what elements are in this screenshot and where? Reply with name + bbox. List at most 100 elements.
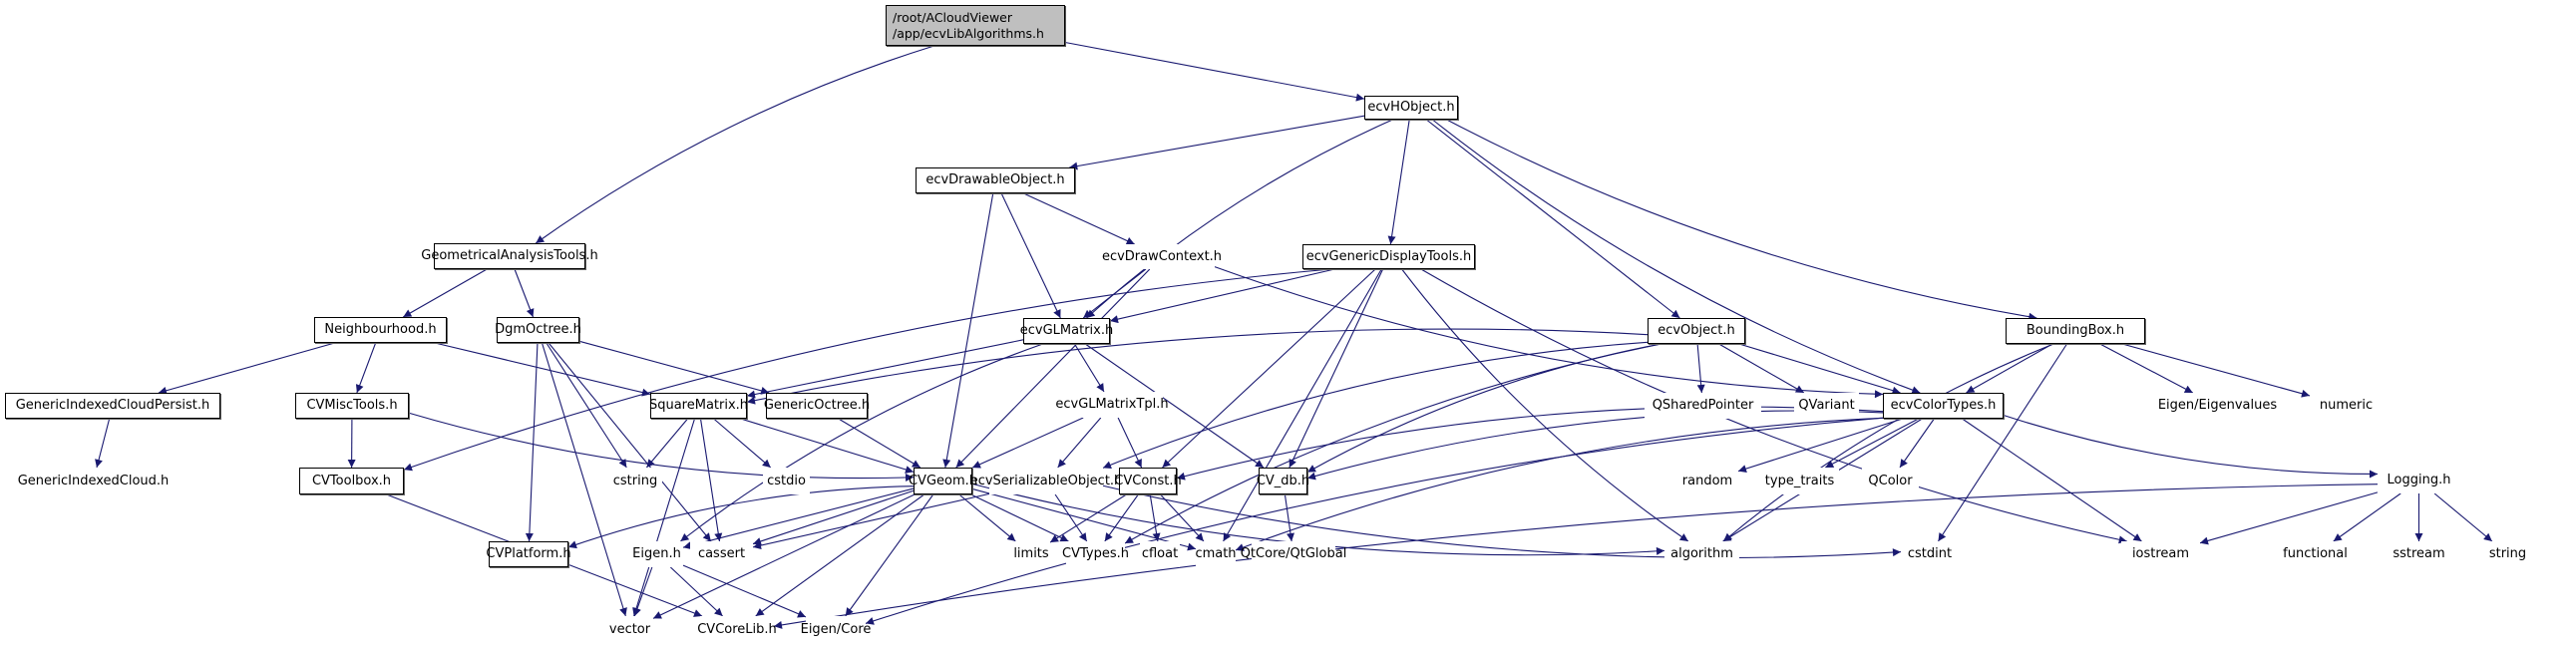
- edge-ecvcolortypes-to-cvconst: [1176, 406, 1884, 481]
- edge-ecvdrawableobject-to-cvgeom: [942, 192, 994, 469]
- node-neighbourhood[interactable]: Neighbourhood.h: [314, 317, 447, 343]
- edge-ecvgenericdisplaytools-to-cv_db: [1288, 268, 1384, 469]
- edge-ecvcolortypes-to-logging: [2003, 414, 2379, 479]
- edge-ecvcolortypes-to-eigencore: [865, 417, 1884, 625]
- edge-cvgeom-to-cvcorelib: [755, 493, 925, 617]
- node-eigeneigenvalues: Eigen/Eigenvalues: [2148, 393, 2287, 419]
- node-ecvglmatrixtpl[interactable]: ecvGLMatrixTpl.h: [1055, 392, 1169, 418]
- edge-logging-to-functional: [2333, 492, 2401, 542]
- node-eigencore: Eigen/Core: [801, 616, 871, 643]
- edge-ecvglmatrixtpl-to-cvconst: [1117, 417, 1143, 469]
- node-ecvgenericdisplaytools[interactable]: ecvGenericDisplayTools.h: [1302, 244, 1475, 269]
- edge-cvconst-to-limits: [1049, 493, 1127, 543]
- node-vector: vector: [606, 616, 653, 643]
- edge-ecvdrawcontext-to-ecvglmatrix: [1082, 268, 1147, 319]
- edge-ecvhobject-to-boundingbox: [1446, 119, 2037, 321]
- node-cv-db[interactable]: CV_db.h: [1257, 468, 1309, 494]
- node-ecvhobject[interactable]: ecvHObject.h: [1364, 96, 1458, 120]
- node-cstdio: cstdio: [763, 468, 810, 494]
- edge-cvgeom-to-cmath: [971, 487, 1197, 551]
- edge-ecvgenericdisplaytools-to-cvconst: [1162, 268, 1376, 469]
- node-cstdint: cstdint: [1901, 541, 1959, 567]
- node-cvgeom[interactable]: CVGeom.h: [909, 468, 977, 494]
- edge-eigen-to-vector: [633, 566, 653, 617]
- edge-ecvhobject-to-ecvcolortypes: [1432, 119, 1921, 394]
- edge-ecvserializableobject-to-cstdint: [1102, 485, 1902, 559]
- edge-ecvglmatrix-to-cv_db: [1084, 343, 1265, 469]
- edge-ecvhobject-to-ecvobject: [1425, 119, 1680, 319]
- edge-ecvcolortypes-to-iostream: [1962, 418, 2142, 542]
- edge-eigen-to-eigencore: [682, 564, 807, 618]
- edge-eigen-to-cvcorelib: [669, 566, 723, 617]
- edge-boundingbox-to-numeric: [2121, 343, 2311, 398]
- node-cvplatform[interactable]: CVPlatform.h: [486, 541, 571, 567]
- edge-ecvglmatrix-to-eigen: [680, 343, 1043, 542]
- edge-cvgeom-to-limits: [958, 493, 1016, 542]
- node-numeric: numeric: [2310, 393, 2383, 419]
- edge-ecvserializableobject-to-cassert: [752, 492, 990, 550]
- edge-ecvglmatrixtpl-to-cvgeom: [971, 417, 1084, 469]
- node-qcolor: QColor: [1862, 468, 1919, 494]
- node-ecvcolortypes[interactable]: ecvColorTypes.h: [1883, 393, 2004, 419]
- node-ecvobject[interactable]: ecvObject.h: [1648, 318, 1745, 344]
- node-genericoctree[interactable]: GenericOctree.h: [764, 393, 870, 419]
- edge-genericoctree-to-cvgeom: [838, 418, 921, 469]
- node-dgmoctree[interactable]: DgmOctree.h: [495, 317, 581, 343]
- edge-cvgeom-to-cassert: [752, 489, 915, 545]
- edge-ecvcolortypes-to-type_traits: [1824, 418, 1919, 469]
- node-cvmisctools[interactable]: CVMiscTools.h: [295, 393, 409, 419]
- edge-ecvhobject-to-ecvdrawableobject: [1069, 115, 1365, 170]
- edge-squarematrix-to-cstdio: [713, 418, 772, 469]
- edge-boundingbox-to-algorithm: [1722, 343, 2054, 542]
- node-ecvserializableobject[interactable]: ecvSerializableObject.h: [970, 468, 1122, 494]
- edge-cv_db-to-qtglobal: [1284, 493, 1294, 542]
- edge-ecvhobject-to-ecvgenericdisplaytools: [1387, 119, 1410, 245]
- edge-ecvgenericdisplaytools-to-iostream: [1420, 268, 2127, 544]
- edge-ecvobject-to-ecvserializableobject: [1102, 341, 1649, 470]
- edge-ecvcolortypes-to-random: [1737, 418, 1903, 473]
- node-cmath: cmath: [1195, 541, 1237, 567]
- edge-boundingbox-to-eigeneigenvalues: [2099, 343, 2194, 394]
- node-cstring: cstring: [608, 468, 662, 494]
- node-root[interactable]: /root/ACloudViewer /app/ecvLibAlgorithms…: [886, 5, 1065, 46]
- edge-neighbourhood-to-cvmisctools: [355, 342, 377, 394]
- node-squarematrix[interactable]: SquareMatrix.h: [649, 393, 748, 419]
- node-string: string: [2479, 541, 2536, 567]
- edge-cvgeom-to-eigencore: [845, 493, 934, 617]
- node-functional: functional: [2273, 541, 2358, 567]
- edge-ecvobject-to-cv_db: [1306, 343, 1661, 474]
- edge-logging-to-iostream: [2199, 491, 2379, 545]
- edge-boundingbox-to-ecvcolortypes: [1966, 343, 2053, 394]
- edge-geometricalanalysistools-to-neighbourhood: [402, 268, 488, 318]
- node-cfloat: cfloat: [1140, 541, 1180, 567]
- node-ecvdrawableobject[interactable]: ecvDrawableObject.h: [916, 167, 1075, 193]
- node-algorithm: algorithm: [1664, 541, 1739, 567]
- edge-root-to-geometricalanalysistools: [535, 45, 934, 244]
- node-genericindexedcloudpersist[interactable]: GenericIndexedCloudPersist.h: [5, 393, 220, 419]
- node-sstream: sstream: [2383, 541, 2455, 567]
- node-genericindexedcloud[interactable]: GenericIndexedCloud.h: [18, 468, 169, 494]
- edge-squarematrix-to-cvgeom: [740, 418, 915, 474]
- node-cvtypes[interactable]: CVTypes.h: [1062, 541, 1129, 567]
- edge-cvgeom-to-cvtypes: [970, 493, 1069, 542]
- edge-ecvobject-to-qsharedpointer: [1696, 343, 1705, 394]
- edge-squarematrix-to-cstring: [645, 418, 688, 469]
- node-qvariant: QVariant: [1794, 393, 1859, 419]
- edge-ecvgenericdisplaytools-to-cmath: [1223, 268, 1382, 542]
- node-ecvglmatrix[interactable]: ecvGLMatrix.h: [1020, 318, 1113, 344]
- edge-dgmoctree-to-genericoctree: [578, 340, 770, 395]
- node-eigen[interactable]: Eigen.h: [630, 541, 683, 567]
- node-cvconst[interactable]: CVConst.h: [1114, 468, 1182, 494]
- edge-ecvglmatrix-to-squarematrix: [746, 339, 1024, 399]
- node-cvtoolbox[interactable]: CVToolbox.h: [299, 468, 404, 494]
- node-ecvdrawcontext[interactable]: ecvDrawContext.h: [1102, 244, 1222, 269]
- edge-dgmoctree-to-cassert: [548, 342, 712, 542]
- node-cassert: cassert: [690, 541, 753, 567]
- edge-ecvserializableobject-to-cvtypes: [1054, 493, 1088, 542]
- node-boundingbox[interactable]: BoundingBox.h: [2006, 318, 2145, 344]
- node-random: random: [1676, 468, 1738, 494]
- edge-ecvdrawcontext-to-cvgeom: [955, 268, 1151, 469]
- node-geometricalanalysistools[interactable]: GeometricalAnalysisTools.h: [421, 243, 598, 269]
- node-cvcorelib[interactable]: CVCoreLib.h: [697, 616, 777, 643]
- node-logging[interactable]: Logging.h: [2378, 468, 2460, 493]
